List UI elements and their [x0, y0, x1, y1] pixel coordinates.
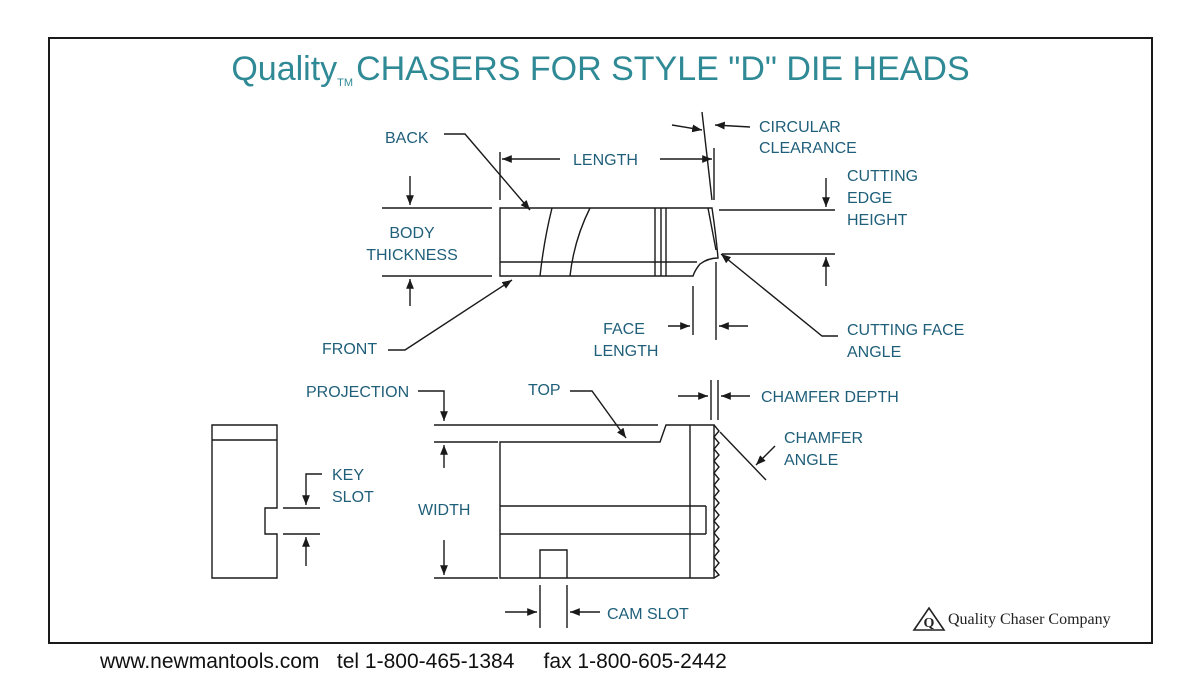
face-length-label-1: FACE [603, 321, 645, 338]
face-length-label-2: LENGTH [594, 343, 659, 360]
title-text: CHASERS FOR STYLE "D" DIE HEADS [356, 50, 970, 88]
circular-clearance-label-2: CLEARANCE [759, 140, 857, 157]
projection-label: PROJECTION [306, 384, 409, 401]
quality-triangle-icon: Q [912, 606, 946, 631]
cutting-face-angle-label-2: ANGLE [847, 344, 901, 361]
page-title: QualityTMCHASERS FOR STYLE "D" DIE HEADS [48, 50, 1153, 89]
cutting-edge-height-label-3: HEIGHT [847, 212, 908, 229]
front-label: FRONT [322, 341, 377, 358]
top-label: TOP [528, 382, 561, 399]
chamfer-angle-label-2: ANGLE [784, 452, 838, 469]
footer-contact: www.newmantools.com tel 1-800-465-1384 f… [100, 650, 727, 673]
cutting-edge-height-label-2: EDGE [847, 190, 892, 207]
cam-slot-label: CAM SLOT [607, 606, 689, 623]
body-thickness-label-1: BODY [389, 225, 435, 242]
back-label: BACK [385, 130, 429, 147]
lower-dimension-arrows [302, 390, 776, 616]
chamfer-depth-label: CHAMFER DEPTH [761, 389, 899, 406]
upper-dimension-arrows [388, 121, 838, 351]
trademark-mark: TM [337, 77, 354, 89]
logo-mark: Q [924, 616, 935, 631]
key-slot-view [211, 424, 320, 579]
chaser-side-view [382, 111, 835, 340]
chamfer-angle-label-1: CHAMFER [784, 430, 863, 447]
circular-clearance-label-1: CIRCULAR [759, 119, 841, 136]
logo-text: Quality Chaser Company [948, 611, 1111, 628]
chaser-top-view [434, 380, 721, 628]
key-slot-label-2: SLOT [332, 489, 374, 506]
cutting-face-angle-label-1: CUTTING FACE [847, 322, 964, 339]
body-thickness-label-2: THICKNESS [366, 247, 458, 264]
cutting-edge-height-label-1: CUTTING [847, 168, 918, 185]
length-label: LENGTH [573, 152, 638, 169]
key-slot-label-1: KEY [332, 467, 364, 484]
drawing-frame [48, 37, 1153, 644]
width-label: WIDTH [418, 502, 470, 519]
title-brand: Quality [231, 50, 338, 88]
